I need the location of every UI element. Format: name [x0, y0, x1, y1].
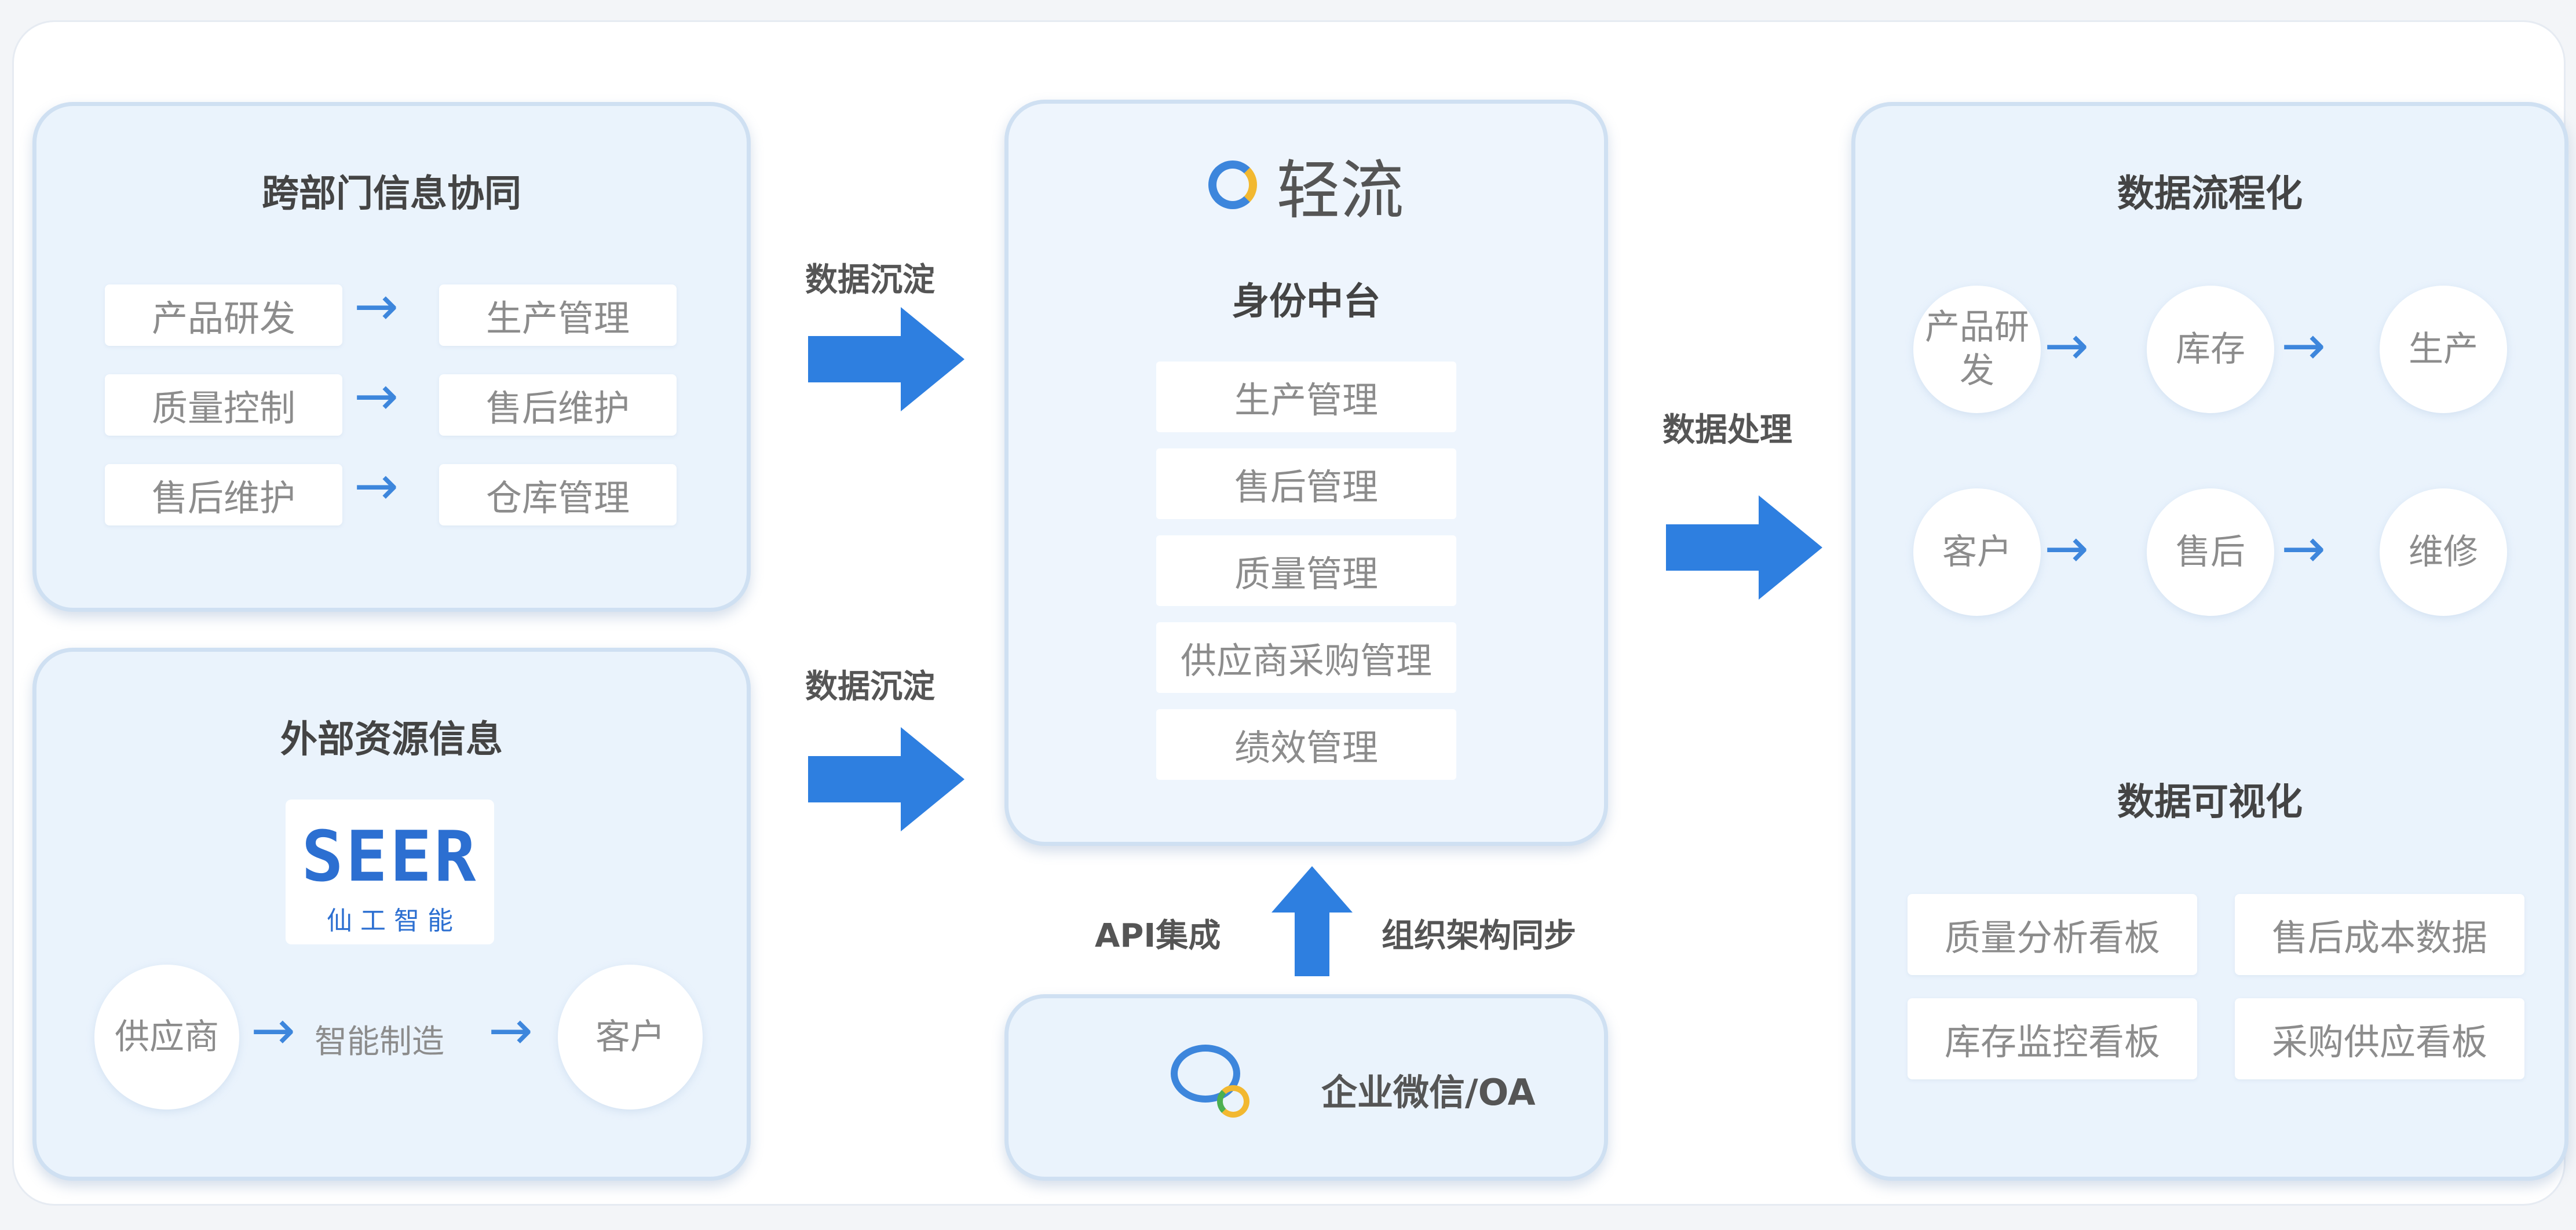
dashboard-box: 库存监控看板 [1908, 998, 2197, 1079]
external-resource-panel: 外部资源信息 SEER 仙 工 智 能 供应商 → 智能制造 → 客户 [32, 648, 751, 1181]
big-arrow-right-icon [808, 727, 964, 831]
process-circle: 库存 [2147, 286, 2274, 413]
data-process-title: 数据流程化 [2117, 173, 2303, 216]
data-deposit-label-bottom: 数据沉淀 [805, 668, 935, 706]
dashboard-box: 采购供应看板 [2235, 998, 2524, 1079]
data-deposit-label-top: 数据沉淀 [805, 261, 935, 299]
qingflow-logo: 轻流 [1009, 138, 1604, 231]
api-integration-label: API集成 [1095, 917, 1221, 955]
qingflow-logo-text: 轻流 [1276, 154, 1404, 228]
module-list: 生产管理 售后管理 质量管理 供应商采购管理 绩效管理 [1156, 362, 1456, 813]
qingflow-logo-icon [1208, 160, 1258, 209]
arrow-right-icon: → [2281, 315, 2326, 377]
big-arrow-up-icon [1271, 866, 1353, 976]
arrow-right-icon: → [488, 999, 534, 1061]
flow-box-from-1: 产品研发 [105, 284, 342, 346]
arrow-right-icon: → [354, 275, 399, 337]
wecom-oa-panel: 企业微信/OA [1004, 994, 1608, 1181]
dashboard-box: 质量分析看板 [1908, 894, 2197, 975]
arrow-right-icon: → [354, 365, 399, 427]
module-item: 质量管理 [1156, 535, 1456, 606]
org-sync-label: 组织架构同步 [1382, 917, 1576, 955]
cross-department-panel: 跨部门信息协同 产品研发 → 生产管理 质量控制 → 售后维护 售后维护 → 仓… [32, 102, 751, 612]
process-circle: 客户 [1913, 488, 2041, 616]
seer-logo-subtitle: 仙 工 智 能 [327, 906, 453, 936]
module-item: 生产管理 [1156, 362, 1456, 432]
module-item: 售后管理 [1156, 448, 1456, 519]
big-arrow-right-icon [808, 307, 964, 411]
flow-box-to-1: 生产管理 [439, 284, 677, 346]
cross-department-title: 跨部门信息协同 [262, 173, 521, 216]
external-resource-title: 外部资源信息 [280, 718, 503, 761]
process-circle: 售后 [2147, 488, 2274, 616]
arrow-right-icon: → [354, 455, 399, 517]
data-visual-title: 数据可视化 [2117, 781, 2303, 824]
dashboard-box: 售后成本数据 [2235, 894, 2524, 975]
arrow-right-icon: → [2044, 517, 2089, 579]
qingflow-center-panel: 轻流 身份中台 生产管理 售后管理 质量管理 供应商采购管理 绩效管理 [1004, 100, 1608, 846]
process-circle: 维修 [2380, 488, 2507, 616]
seer-logo-text: SEER [301, 817, 478, 897]
flow-box-to-2: 售后维护 [439, 374, 677, 436]
big-arrow-right-icon [1666, 495, 1822, 600]
process-circle: 产品研发 [1913, 286, 2041, 413]
data-processing-label: 数据处理 [1662, 411, 1792, 449]
identity-platform-title: 身份中台 [1232, 280, 1380, 323]
flow-box-from-3: 售后维护 [105, 464, 342, 525]
module-item: 绩效管理 [1156, 709, 1456, 780]
customer-circle: 客户 [558, 965, 703, 1109]
arrow-right-icon: → [2044, 315, 2089, 377]
wecom-oa-label: 企业微信/OA [1321, 1071, 1536, 1114]
arrow-right-icon: → [2281, 517, 2326, 579]
supplier-circle: 供应商 [94, 965, 239, 1109]
process-circle: 生产 [2380, 286, 2507, 413]
smart-manufacturing-label: 智能制造 [315, 1023, 444, 1061]
module-item: 供应商采购管理 [1156, 622, 1456, 693]
seer-logo: SEER 仙 工 智 能 [286, 800, 494, 944]
wecom-icon [1171, 1045, 1258, 1120]
flow-box-from-2: 质量控制 [105, 374, 342, 436]
arrow-right-icon: → [251, 999, 296, 1061]
flow-box-to-3: 仓库管理 [439, 464, 677, 525]
data-output-panel: 数据流程化 产品研发 → 库存 → 生产 客户 → 售后 → 维修 数据可视化 … [1851, 102, 2568, 1181]
